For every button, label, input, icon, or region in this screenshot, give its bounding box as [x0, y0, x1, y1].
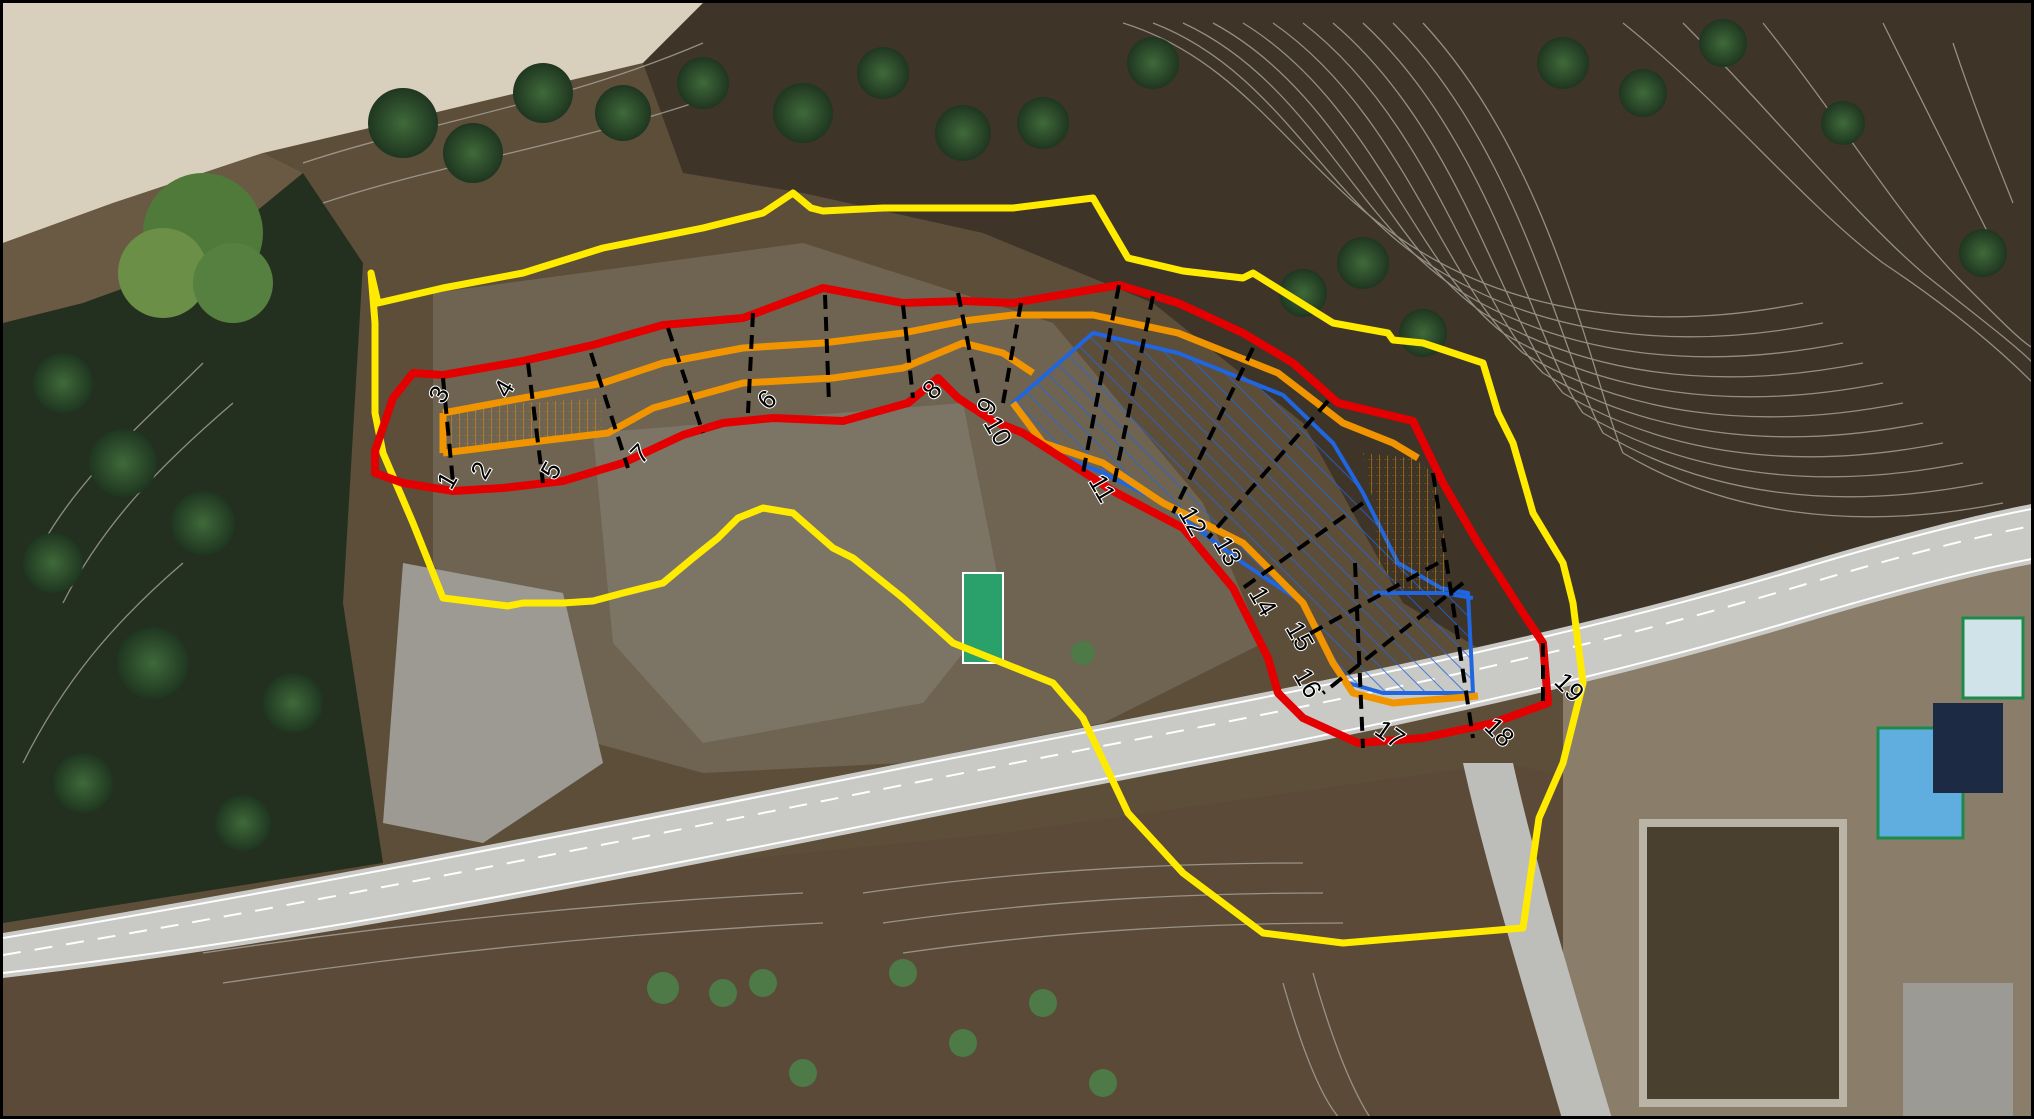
section-line[interactable] — [1111, 295, 1155, 489]
trees — [23, 19, 2007, 1097]
section-line[interactable] — [441, 377, 455, 484]
forest-right — [643, 3, 2031, 663]
section-line[interactable] — [1353, 562, 1365, 749]
hatched-area-right[interactable] — [1363, 453, 1453, 593]
forest-south — [3, 763, 1603, 1116]
section-line[interactable] — [666, 327, 705, 434]
section-line[interactable] — [1206, 399, 1330, 540]
section-line[interactable] — [823, 294, 831, 404]
section-line[interactable] — [1171, 347, 1255, 514]
contour-lines — [22, 22, 2031, 1116]
section-line[interactable] — [1292, 561, 1439, 645]
section-line[interactable] — [956, 292, 980, 394]
slope-boundary[interactable] — [371, 281, 1552, 747]
section-line[interactable] — [746, 312, 755, 414]
quarry — [383, 563, 603, 843]
inner-band-lower[interactable] — [442, 339, 1035, 457]
section-line[interactable] — [901, 304, 915, 399]
farm-field — [3, 3, 703, 243]
section-line[interactable] — [1081, 284, 1121, 474]
building — [1933, 703, 2003, 793]
section-line[interactable] — [589, 352, 630, 469]
pond — [1639, 819, 1847, 1107]
section-line[interactable] — [1241, 501, 1365, 590]
terrain-background — [3, 3, 2031, 1116]
aerial-map[interactable]: 1 2 3 4 5 6 7 8 9 10 11 12 13 14 15 16 1… — [3, 3, 2034, 1119]
parking-lot — [1903, 983, 2013, 1116]
highway — [3, 504, 2031, 1116]
section-line[interactable] — [1001, 302, 1023, 404]
inner-band-right[interactable] — [1010, 400, 1479, 707]
outer-boundary[interactable] — [367, 189, 1587, 947]
building — [1961, 616, 2025, 700]
section-line[interactable] — [1431, 472, 1475, 739]
junkyard-lot — [593, 403, 1003, 743]
section-line[interactable] — [526, 362, 545, 484]
section-lines — [441, 284, 1545, 749]
section-line[interactable] — [1321, 581, 1465, 695]
